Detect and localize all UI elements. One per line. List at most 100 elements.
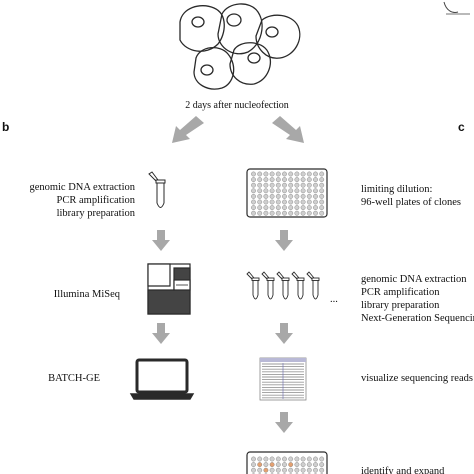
- well: [294, 462, 300, 467]
- right-step1-line2: 96-well plates of clones: [361, 197, 461, 208]
- well: [269, 462, 275, 467]
- well: [300, 205, 306, 211]
- well: [319, 462, 325, 467]
- cell: [255, 14, 301, 59]
- arrow-down-right: [272, 116, 304, 143]
- plate-wells: [251, 171, 325, 216]
- well: [313, 177, 318, 183]
- well: [288, 171, 294, 177]
- well: [319, 188, 325, 194]
- microtube-row: [246, 271, 320, 300]
- well: [288, 177, 294, 183]
- well: [263, 182, 269, 188]
- well: [282, 199, 287, 205]
- well: [257, 462, 263, 467]
- sequence-reads-view: [259, 357, 307, 401]
- well: [294, 199, 300, 205]
- laptop-icon: [129, 358, 195, 400]
- well: [263, 210, 269, 216]
- well: [251, 210, 256, 216]
- well: [319, 199, 325, 205]
- well: [294, 177, 300, 183]
- well: [282, 193, 287, 199]
- well: [294, 205, 300, 211]
- arrow-down-left-1: [152, 230, 170, 251]
- well: [263, 467, 269, 473]
- cell-nucleus: [226, 13, 242, 27]
- well: [282, 205, 287, 211]
- cell: [217, 3, 263, 55]
- cell: [229, 42, 271, 85]
- well: [275, 177, 281, 183]
- well: [294, 193, 300, 199]
- well: [269, 205, 275, 211]
- cell-cluster: [179, 3, 301, 90]
- well: [269, 182, 275, 188]
- well: [300, 188, 306, 194]
- well: [294, 467, 300, 473]
- well: [313, 467, 318, 473]
- well: [251, 456, 256, 462]
- well: [269, 193, 275, 199]
- well: [319, 467, 325, 473]
- arrow-down-right-2: [275, 323, 293, 344]
- well: [269, 188, 275, 194]
- right-step2-line2: PCR amplification: [361, 287, 440, 298]
- nucleofection-caption: 2 days after nucleofection: [185, 100, 289, 111]
- arrow-down-right-1: [275, 230, 293, 251]
- well: [257, 210, 263, 216]
- well: [263, 171, 269, 177]
- microtube-icon: [246, 271, 260, 300]
- well: [251, 177, 256, 183]
- well: [257, 177, 263, 183]
- well: [294, 188, 300, 194]
- well: [300, 171, 306, 177]
- well: [282, 182, 287, 188]
- cell: [179, 5, 225, 52]
- well: [263, 199, 269, 205]
- expanded-clones-plate: [246, 451, 328, 474]
- well: [294, 210, 300, 216]
- well: [306, 462, 312, 467]
- well: [288, 188, 294, 194]
- well: [275, 462, 281, 467]
- well: [313, 456, 318, 462]
- well: [319, 193, 325, 199]
- right-step4-label: identify and expand: [361, 466, 445, 474]
- well: [251, 462, 256, 467]
- arrow-down-left-2: [152, 323, 170, 344]
- well: [300, 462, 306, 467]
- well: [275, 210, 281, 216]
- well: [251, 182, 256, 188]
- microtube-icon: [261, 271, 275, 300]
- well: [319, 171, 325, 177]
- well-plate-96: [246, 168, 328, 218]
- well: [257, 182, 263, 188]
- well: [275, 199, 281, 205]
- well: [288, 456, 294, 462]
- well: [275, 205, 281, 211]
- well: [319, 205, 325, 211]
- cell-nucleus: [247, 52, 261, 64]
- well: [282, 171, 287, 177]
- well: [300, 210, 306, 216]
- well: [257, 199, 263, 205]
- left-step1-line1: genomic DNA extraction: [29, 182, 135, 193]
- sequencer-icon: [147, 263, 191, 315]
- well: [257, 205, 263, 211]
- left-step1-line3: library preparation: [57, 208, 136, 219]
- well: [294, 456, 300, 462]
- well: [282, 177, 287, 183]
- well: [251, 467, 256, 473]
- right-step3-label: visualize sequencing reads: [361, 373, 473, 384]
- well: [257, 193, 263, 199]
- arrow-down-left: [172, 116, 204, 143]
- well: [294, 182, 300, 188]
- well: [306, 456, 312, 462]
- well: [319, 177, 325, 183]
- well: [313, 182, 318, 188]
- well: [275, 456, 281, 462]
- well: [282, 456, 287, 462]
- cell-nucleus: [191, 16, 205, 28]
